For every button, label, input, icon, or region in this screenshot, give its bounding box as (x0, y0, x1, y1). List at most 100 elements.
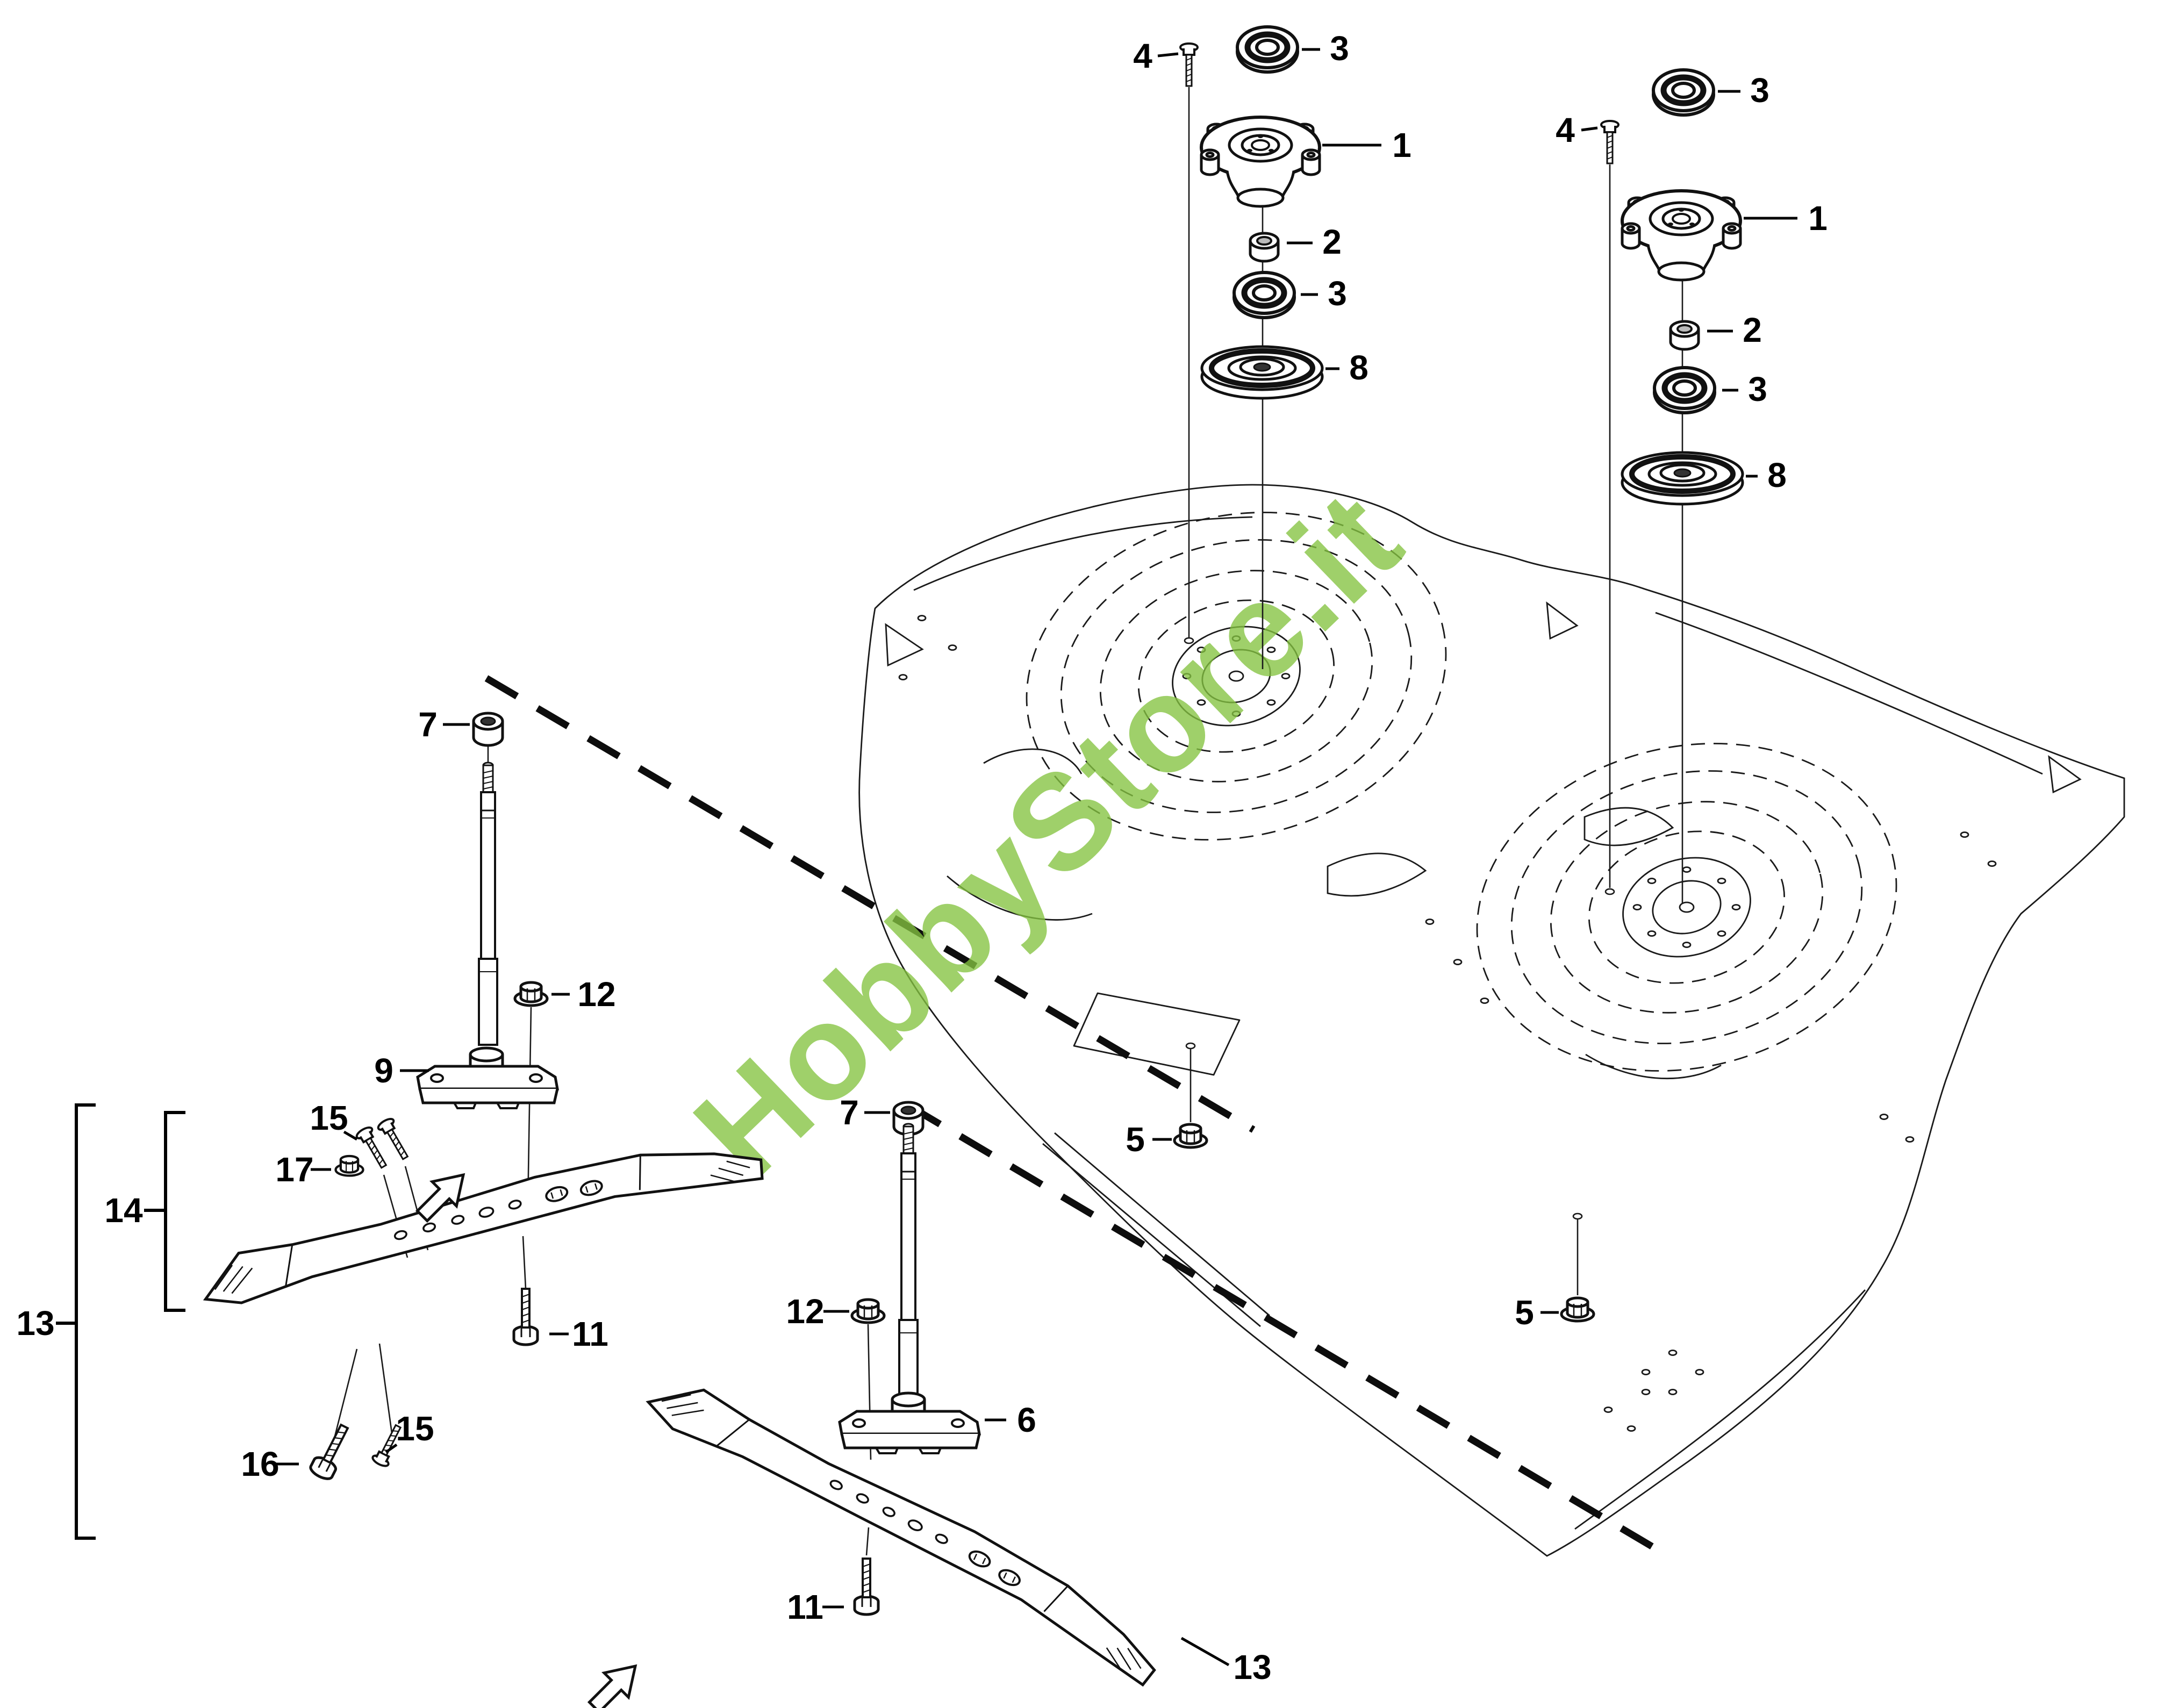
svg-text:5: 5 (1515, 1293, 1534, 1332)
callout-left-flange-nut: 12 (551, 975, 616, 1014)
svg-text:14: 14 (104, 1191, 143, 1230)
svg-text:9: 9 (374, 1051, 393, 1090)
screw-part (1600, 120, 1620, 164)
callout-spindle-right-bearing-lower: 3 (1722, 370, 1767, 408)
callout-deck-nut-right: 5 (1515, 1293, 1559, 1332)
spindle-housing-part (1201, 117, 1320, 206)
callout-left-assembly-bracket: 13 (16, 1304, 54, 1343)
blade-bolt-part (855, 1559, 878, 1614)
screw-part (375, 1115, 414, 1164)
spindle-assembly-right (1600, 70, 1743, 504)
svg-text:17: 17 (275, 1150, 313, 1189)
svg-text:8: 8 (1767, 456, 1787, 494)
callout-center-blade-bolt: 11 (787, 1588, 844, 1626)
svg-text:16: 16 (241, 1445, 279, 1483)
callout-spindle-right-spacer: 2 (1707, 311, 1762, 349)
svg-text:3: 3 (1750, 71, 1769, 110)
svg-text:13: 13 (16, 1304, 54, 1343)
rotation-arrow-icon (582, 1654, 648, 1708)
group-bracket-14 (144, 1111, 185, 1312)
callout-spindle-right-housing: 1 (1744, 199, 1828, 238)
callout-left-screw-lower: 15 (385, 1409, 434, 1454)
svg-text:5: 5 (1126, 1120, 1145, 1159)
callout-left-blade-bracket: 14 (104, 1191, 143, 1230)
mower-blade-part (196, 1099, 766, 1344)
spindle-shaft-part (898, 1123, 919, 1407)
pulley-part (1622, 453, 1743, 504)
deck-small-holes (898, 615, 1997, 1432)
callout-spindle-left-screw: 4 (1133, 37, 1179, 75)
callout-spindle-right-bearing-top: 3 (1718, 71, 1769, 110)
callout-spindle-right-pulley: 8 (1746, 456, 1787, 494)
callout-left-blade-holder: 9 (374, 1051, 429, 1090)
svg-text:3: 3 (1330, 29, 1349, 68)
flange-nut-part (1174, 1124, 1207, 1147)
bearing-part (1653, 70, 1714, 115)
callout-center-bushing: 7 (840, 1093, 890, 1132)
svg-text:11: 11 (787, 1588, 823, 1626)
svg-text:11: 11 (572, 1315, 608, 1353)
callout-deck-nut-left: 5 (1126, 1120, 1172, 1159)
svg-text:15: 15 (310, 1099, 348, 1137)
svg-text:4: 4 (1556, 111, 1575, 149)
spacer-part (1671, 321, 1699, 349)
assembly-alignment-dashes (484, 675, 1667, 1558)
svg-text:15: 15 (396, 1409, 434, 1448)
lock-nut-part (336, 1156, 363, 1176)
callout-spindle-left-housing: 1 (1322, 126, 1411, 164)
callout-center-blade: 13 (1180, 1637, 1272, 1687)
svg-text:12: 12 (786, 1292, 824, 1331)
callout-center-flange-nut: 12 (786, 1292, 849, 1331)
pulley-part (1202, 347, 1322, 398)
svg-text:6: 6 (1017, 1401, 1036, 1439)
callout-left-screws-upper: 15 (310, 1099, 358, 1141)
bushing-part (474, 713, 503, 745)
flange-nut-part (852, 1300, 884, 1323)
callout-left-bushing: 7 (418, 705, 470, 744)
deck-right-blade-circle (1476, 743, 1897, 1072)
group-bracket-13 (56, 1103, 96, 1540)
svg-text:7: 7 (840, 1093, 859, 1132)
screw-part (1179, 42, 1199, 87)
svg-text:13: 13 (1233, 1648, 1271, 1687)
mower-deck (858, 484, 2125, 1557)
bearing-part (1237, 27, 1298, 72)
carriage-bolt-part (309, 1421, 355, 1482)
flange-nut-part (515, 982, 547, 1006)
blade-bolt-part (514, 1289, 538, 1345)
blade-holder-part (840, 1393, 979, 1453)
svg-text:12: 12 (577, 975, 615, 1014)
callouts: 4 3 1 2 3 8 3 4 (16, 29, 1827, 1687)
svg-text:2: 2 (1322, 223, 1342, 261)
bearing-part (1234, 272, 1294, 318)
callout-spindle-left-pulley: 8 (1325, 348, 1368, 387)
deck-left-hole-ring (1182, 635, 1291, 717)
svg-text:1: 1 (1392, 126, 1411, 164)
callout-center-blade-holder: 6 (985, 1401, 1036, 1439)
callout-spindle-left-spacer: 2 (1287, 223, 1342, 261)
blade-assembly-center (582, 1102, 1181, 1708)
deck-left-blade-circle (1026, 512, 1447, 841)
svg-text:3: 3 (1748, 370, 1767, 408)
deck-right-hole-ring (1632, 866, 1741, 948)
blade-holder-part (418, 1048, 557, 1108)
callout-spindle-left-bearing-top: 3 (1302, 29, 1349, 68)
callout-spindle-right-screw: 4 (1556, 111, 1598, 149)
callout-left-blade-bolt: 11 (549, 1315, 608, 1353)
svg-text:3: 3 (1328, 274, 1347, 313)
watermark-text: HobbyStore.it (666, 462, 1430, 1207)
callout-left-carriage-bolt: 16 (241, 1445, 299, 1483)
spindle-shaft-part (478, 762, 498, 1046)
callout-spindle-left-bearing-lower: 3 (1301, 274, 1347, 313)
bearing-part (1654, 368, 1715, 413)
svg-text:2: 2 (1743, 311, 1762, 349)
spacer-part (1250, 233, 1278, 261)
svg-text:4: 4 (1133, 37, 1152, 75)
svg-text:1: 1 (1808, 199, 1828, 238)
spindle-housing-part (1622, 191, 1740, 280)
callout-left-lock-nut: 17 (275, 1150, 331, 1189)
flange-nut-part (1561, 1298, 1594, 1321)
spindle-assembly-left (1179, 27, 1322, 398)
